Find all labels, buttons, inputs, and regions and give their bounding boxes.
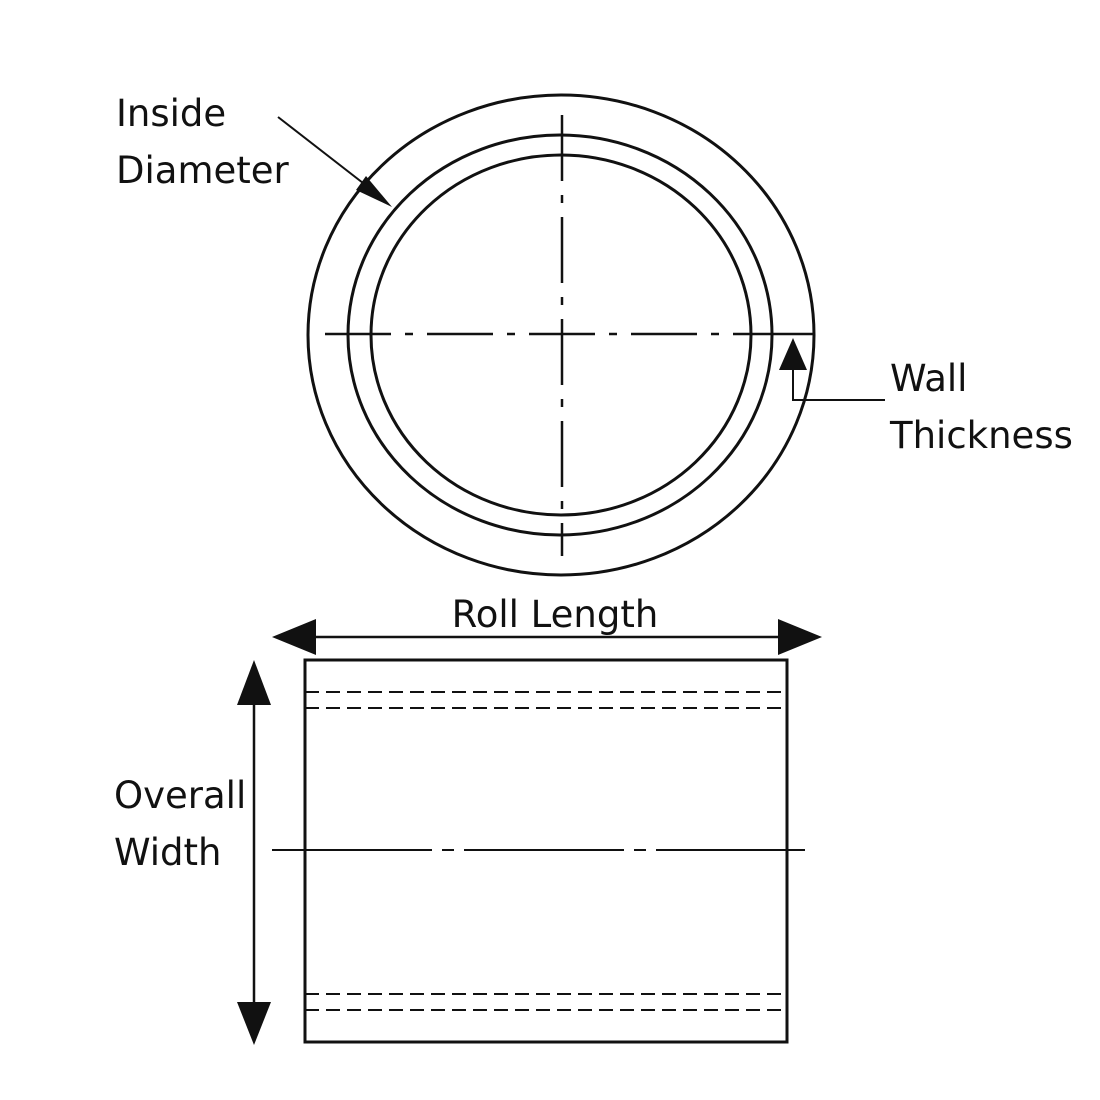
inside-diameter-label-line1: Inside bbox=[116, 92, 226, 135]
inside-diameter-leader bbox=[277, 116, 373, 191]
roll-length-right-arrowhead bbox=[778, 619, 822, 655]
inside-diameter-arrowhead bbox=[356, 176, 392, 207]
wall-thickness-arrowhead bbox=[779, 338, 807, 370]
wall-thickness-label-line1: Wall bbox=[890, 357, 967, 400]
roll-length-left-arrowhead bbox=[272, 619, 316, 655]
inside-diameter-label-line2: Diameter bbox=[116, 149, 290, 192]
overall-width-label-line2: Width bbox=[114, 831, 222, 874]
overall-width-top-arrowhead bbox=[237, 660, 271, 705]
wall-thickness-leader bbox=[792, 368, 885, 401]
wall-thickness-label-line2: Thickness bbox=[889, 414, 1073, 457]
overall-width-bottom-arrowhead bbox=[237, 1002, 271, 1045]
roll-length-label: Roll Length bbox=[452, 593, 659, 636]
overall-width-label-line1: Overall bbox=[114, 774, 246, 817]
